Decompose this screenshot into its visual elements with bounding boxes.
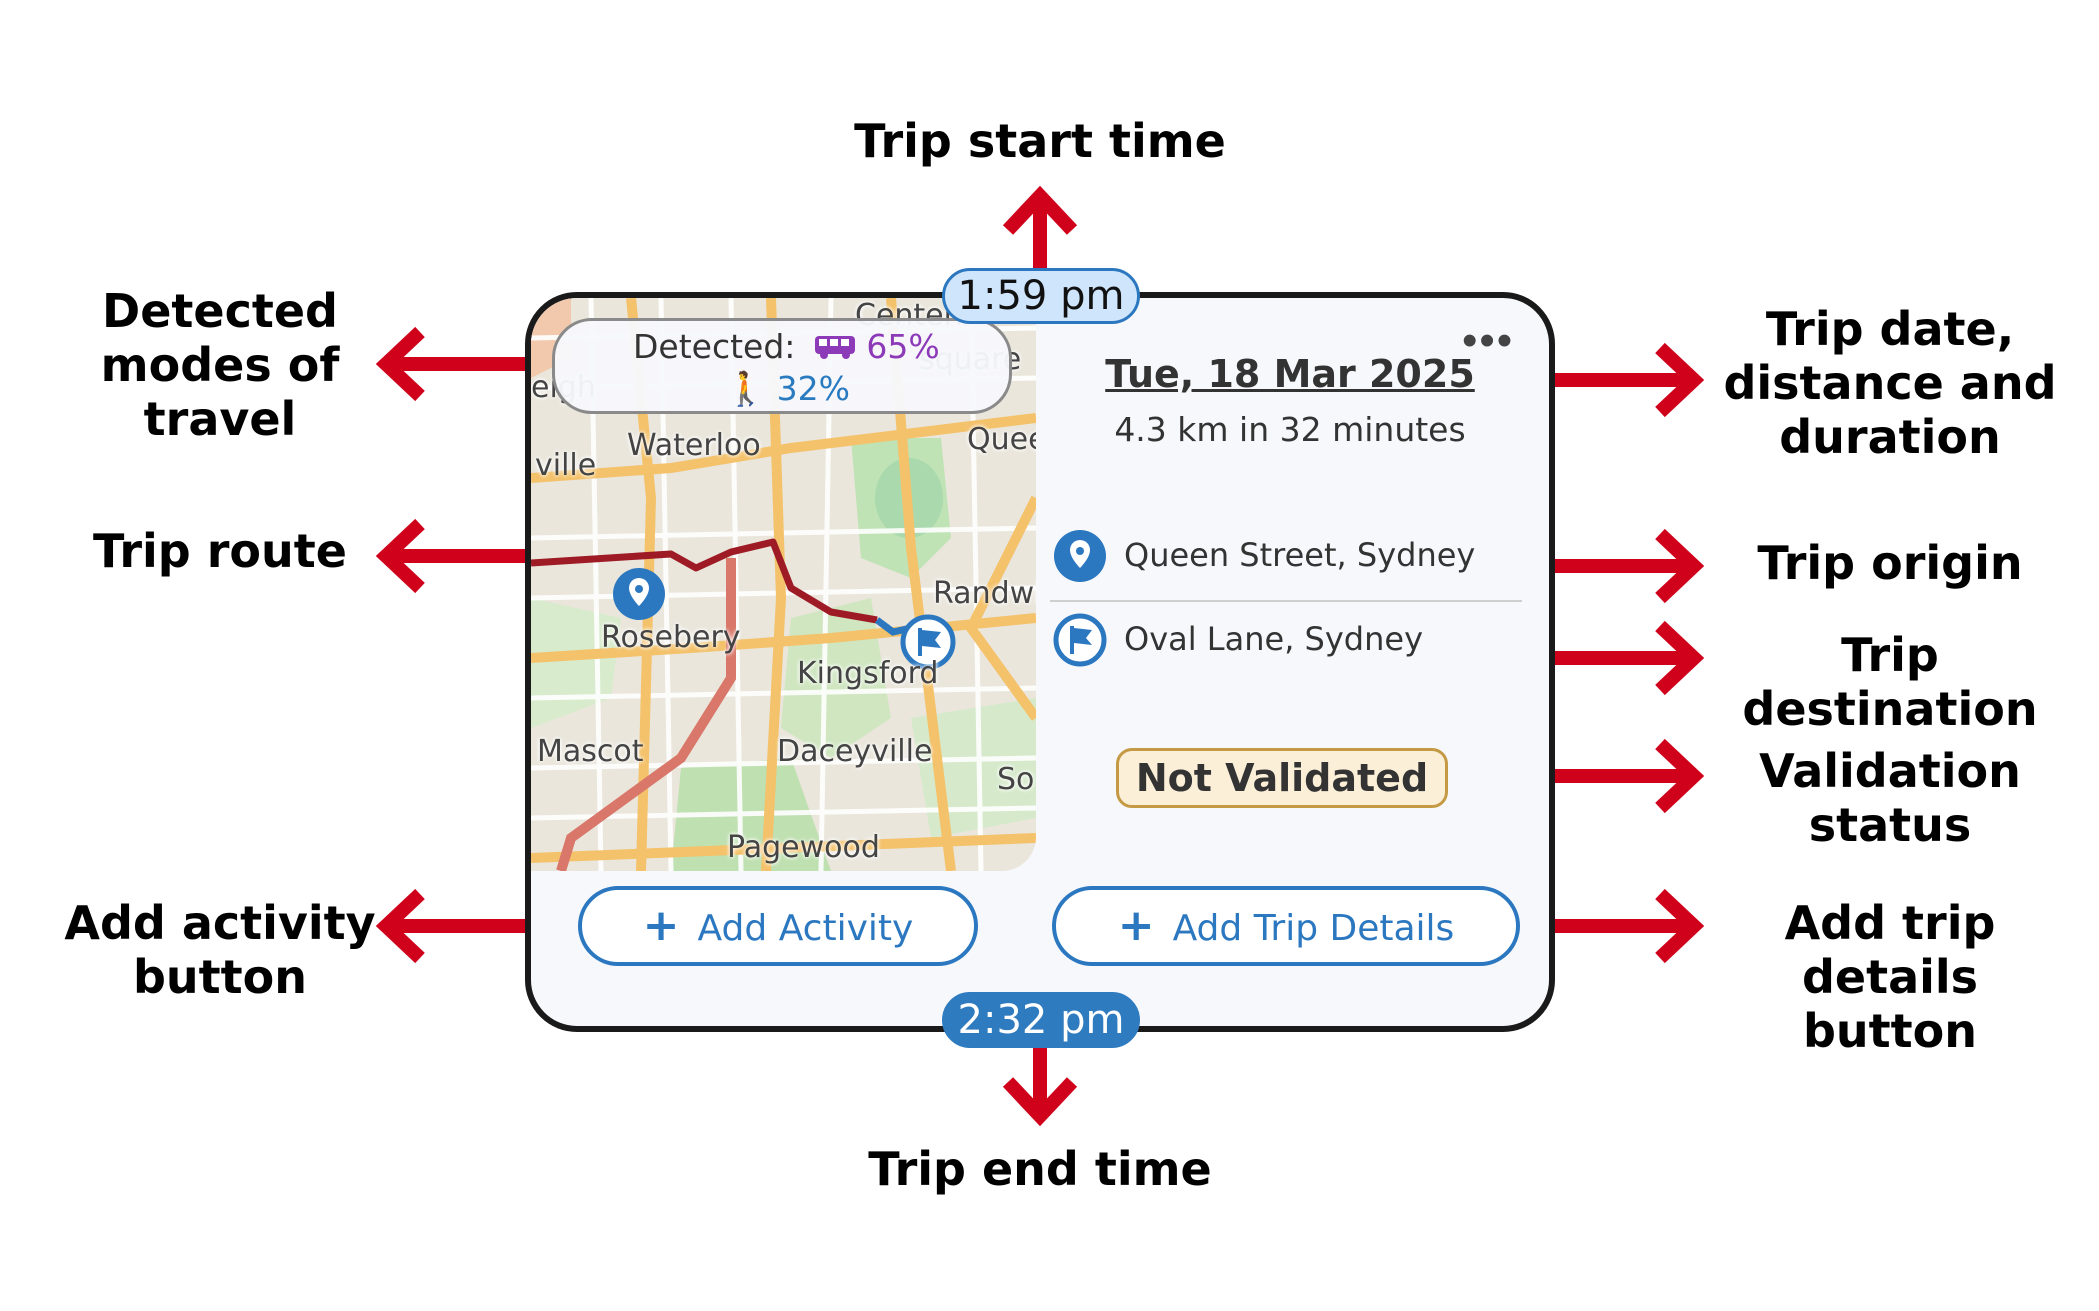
origin-pin-icon [1054, 530, 1106, 582]
destination-map-pin[interactable] [900, 614, 956, 670]
annotation-add-details: Add trip details button [1784, 896, 1996, 1058]
annotation-start-time: Trip start time [854, 114, 1226, 168]
map-label: Rosebery [601, 620, 741, 655]
map-label: Kingsford [797, 656, 939, 691]
trip-start-time: 1:59 pm [942, 268, 1140, 324]
trip-distance-duration: 4.3 km in 32 minutes [1114, 410, 1466, 449]
annotation-date-info: Trip date, distance and duration [1723, 302, 2057, 464]
trip-date[interactable]: Tue, 18 Mar 2025 [1105, 352, 1475, 396]
destination-flag-icon [1053, 613, 1107, 667]
map-label: ville [535, 448, 597, 483]
map-label: Pagewood [727, 830, 880, 865]
map-label: So [997, 762, 1035, 797]
trip-route [531, 538, 878, 624]
trip-destination-row[interactable]: Oval Lane, Sydney [1052, 610, 1522, 672]
place-divider [1050, 600, 1522, 602]
detected-row-walk: 🚶 32% [725, 369, 850, 409]
map-label: Daceyville [777, 734, 933, 769]
trip-end-time: 2:32 pm [942, 992, 1140, 1048]
map-label: Randwi [933, 576, 1036, 611]
add-activity-label: Add Activity [697, 908, 914, 949]
origin-text: Queen Street, Sydney [1124, 536, 1476, 574]
more-options-icon[interactable]: ••• [1462, 316, 1515, 365]
origin-map-pin[interactable] [613, 568, 665, 620]
detected-label: Detected: [633, 327, 796, 366]
validation-status-badge: Not Validated [1116, 748, 1448, 808]
bus-icon [814, 336, 855, 359]
detected-modes-pill: Detected: 65% 🚶 32% [552, 318, 1012, 414]
annotation-end-time: Trip end time [868, 1142, 1212, 1196]
add-activity-button[interactable]: + Add Activity [578, 886, 978, 966]
arrow-end-time [1002, 1040, 1078, 1127]
annotation-modes: Detected modes of travel [100, 284, 340, 446]
add-trip-details-button[interactable]: + Add Trip Details [1052, 886, 1520, 966]
trip-origin-row[interactable]: Queen Street, Sydney [1052, 526, 1522, 588]
annotation-validation: Validation status [1759, 744, 2021, 852]
add-trip-details-label: Add Trip Details [1172, 908, 1455, 949]
bus-percent: 65% [866, 327, 940, 366]
motorway [556, 558, 736, 871]
map-label: Waterloo [627, 428, 761, 463]
walk-percent: 32% [776, 369, 850, 408]
map-label: Quee [967, 422, 1036, 457]
annotation-add-activity: Add activity button [64, 896, 376, 1004]
annotation-destination: Trip destination [1742, 628, 2038, 736]
plus-icon: + [1117, 900, 1155, 951]
plus-icon: + [642, 900, 680, 951]
destination-text: Oval Lane, Sydney [1124, 620, 1424, 658]
walk-icon: 🚶 [725, 369, 767, 408]
annotation-route: Trip route [93, 524, 347, 578]
map-label: Mascot [537, 734, 644, 769]
annotation-origin: Trip origin [1757, 536, 2023, 590]
detected-row-bus: Detected: 65% [633, 327, 940, 366]
